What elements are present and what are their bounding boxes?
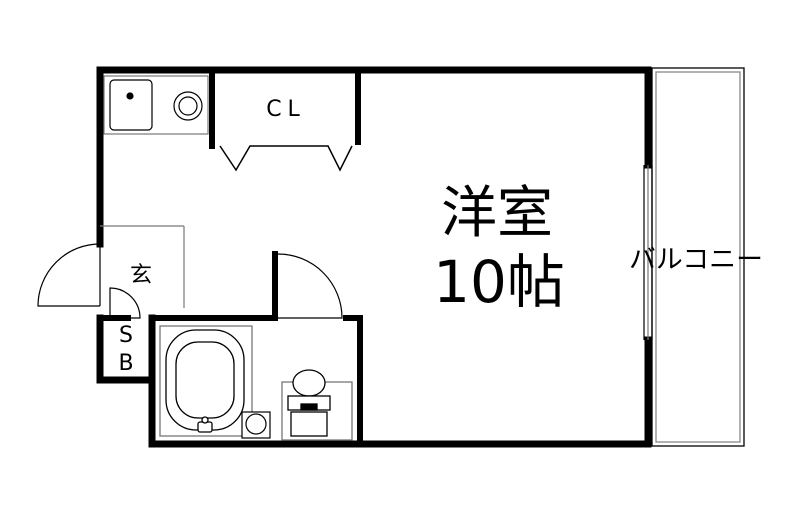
sink-icon: [109, 79, 153, 131]
shoebox-door: [109, 287, 141, 319]
entrance-label: 玄: [130, 263, 152, 288]
entrance-door: [37, 243, 101, 307]
room-size-label: 10帖: [433, 248, 565, 316]
kitchen-fixtures: [103, 75, 209, 135]
bathtub-icon: [159, 325, 253, 437]
closet-label: CL: [266, 97, 306, 122]
exterior-walls: [96, 66, 652, 448]
shoebox-label-line2: B: [118, 351, 133, 376]
balcony-outline: [651, 67, 745, 447]
room-name-label: 洋室: [441, 181, 553, 246]
balcony-label: バルコニー: [629, 245, 763, 275]
wash-basin-icon: [241, 411, 271, 439]
interior-walls: [97, 69, 363, 447]
entrance-outline: [100, 225, 185, 308]
toilet-icon: [281, 369, 353, 441]
toilet-door: [277, 253, 343, 319]
closet-doors: [219, 145, 353, 172]
shoebox-label-line1: S: [119, 323, 133, 348]
